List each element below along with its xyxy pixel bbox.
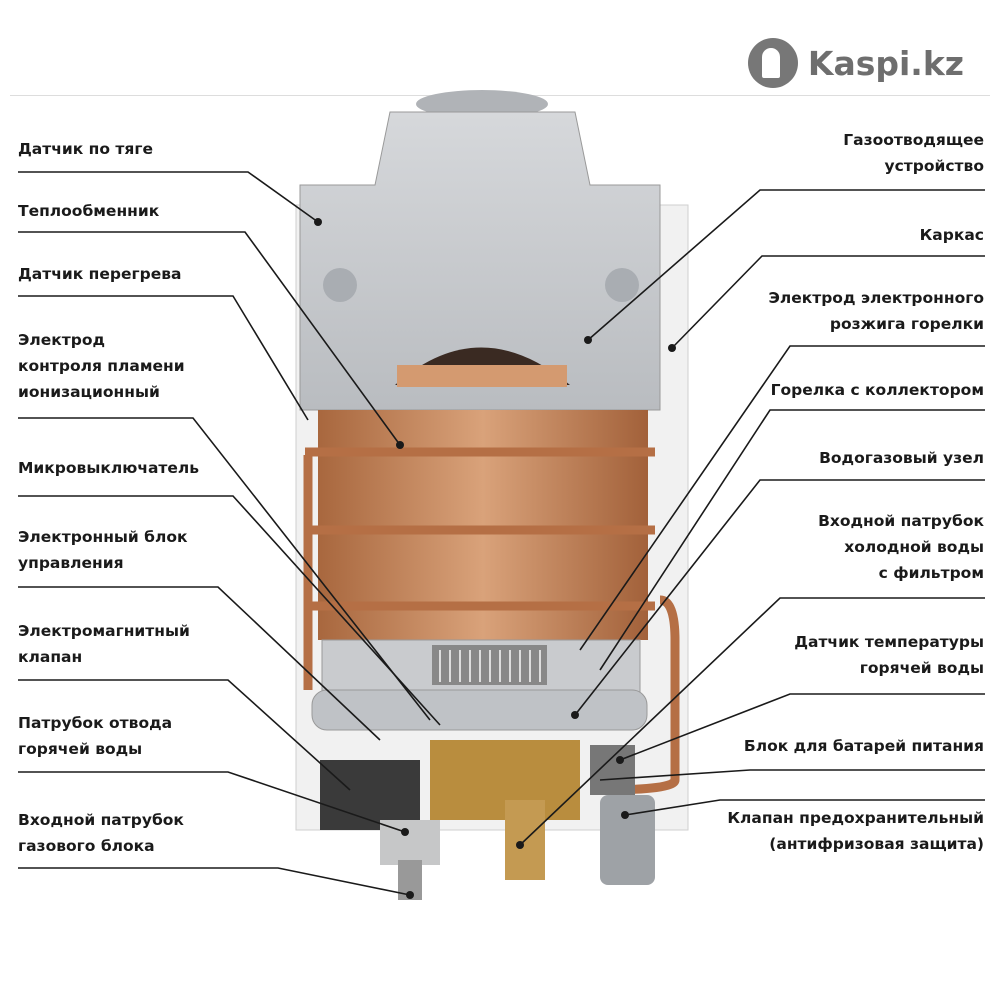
callout-label: Датчик по тяге [18, 136, 153, 162]
callout-label: Каркас [920, 222, 984, 248]
pointer-dots [314, 218, 676, 899]
callout-label: Водогазовый узел [819, 445, 984, 471]
callout-label: Входной патрубок холодной воды с фильтром [818, 508, 984, 586]
callout-label-line: Входной патрубок [18, 811, 184, 829]
callout-label-line: Датчик по тяге [18, 140, 153, 158]
flue-outlet [416, 90, 548, 118]
callout-label-line: Теплообменник [18, 202, 160, 220]
callout-label-line: Горелка с коллектором [770, 381, 984, 399]
callout-label-line: Газоотводящее [843, 131, 984, 149]
callout-label: Микровыключатель [18, 455, 199, 481]
callout-label-line: с фильтром [878, 564, 984, 582]
safety-valve [600, 795, 655, 885]
callout-label-line: Клапан предохранительный [727, 809, 984, 827]
callout-label-line: Блок для батарей питания [743, 737, 984, 755]
callout-label-line: (антифризовая защита) [769, 835, 984, 853]
callout-label: Электрод контроля пламени ионизационный [18, 327, 185, 405]
callout-label: Горелка с коллектором [771, 377, 984, 403]
callout-label-line: горячей воды [18, 740, 143, 758]
callout-label: Электромагнитный клапан [18, 618, 190, 670]
callout-label: Патрубок отвода горячей воды [18, 710, 172, 762]
kaspi-logo-icon [747, 38, 798, 88]
callout-label-line: Электромагнитный [18, 622, 190, 640]
callout-label: Датчик перегрева [18, 261, 181, 287]
kaspi-logo: Kaspi.kz [747, 38, 964, 88]
callout-label-line: Входной патрубок [818, 512, 984, 530]
callout-label: Теплообменник [18, 198, 159, 224]
callout-label: Входной патрубок газового блока [18, 807, 184, 859]
callout-label-line: ионизационный [18, 383, 160, 401]
callout-label-line: горячей воды [859, 659, 984, 677]
callout-label-line: контроля пламени [18, 357, 185, 375]
callout-label-line: устройство [884, 157, 984, 175]
callout-label-line: Микровыключатель [18, 459, 200, 477]
callout-label-line: розжига горелки [829, 315, 984, 333]
callout-label: Электрод электронного розжига горелки [768, 285, 984, 337]
callout-label-line: Датчик перегрева [18, 265, 182, 283]
callout-label-line: Водогазовый узел [819, 449, 984, 467]
callout-label: Блок для батарей питания [744, 733, 984, 759]
callout-label: Электронный блок управления [18, 524, 188, 576]
callout-label-line: управления [18, 554, 124, 572]
logo-text: Kaspi.kz [807, 43, 964, 83]
draft-hood [299, 111, 661, 411]
callout-label: Газоотводящее устройство [843, 127, 984, 179]
callout-label: Клапан предохранительный (антифризовая за… [727, 805, 984, 857]
leader-lines [18, 171, 985, 896]
callout-label-line: газового блока [18, 837, 155, 855]
callout-label-line: Каркас [919, 226, 984, 244]
callout-label-line: Электрод [18, 331, 106, 349]
callout-label-line: холодной воды [844, 538, 984, 556]
callout-label-line: Электрод электронного [768, 289, 984, 307]
callout-label-line: Датчик температуры [794, 633, 984, 651]
callout-label-line: Патрубок отвода [18, 714, 173, 732]
callout-label-line: Электронный блок [18, 528, 188, 546]
callout-label-line: клапан [18, 648, 83, 666]
callout-label: Датчик температуры горячей воды [794, 629, 984, 681]
